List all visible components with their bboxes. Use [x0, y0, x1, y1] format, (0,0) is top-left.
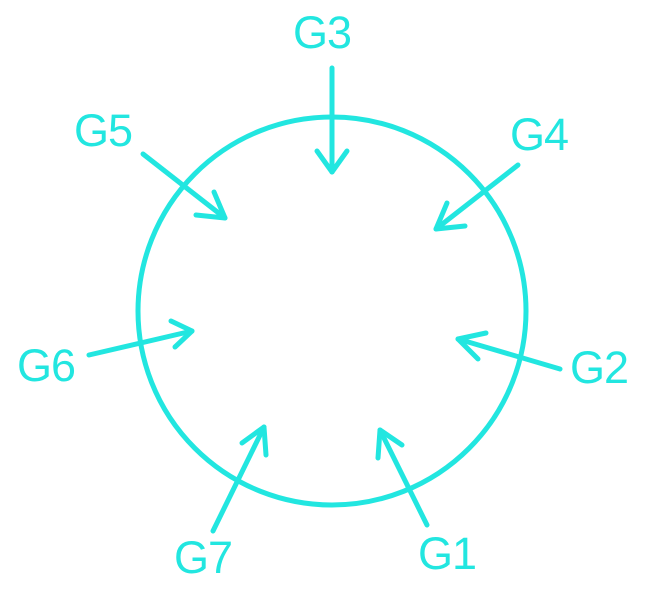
label-g2: G2 [570, 342, 629, 393]
label-g3: G3 [293, 7, 352, 58]
label-g6: G6 [17, 340, 76, 391]
arrow-g5 [140, 151, 228, 221]
arrow-g4 [433, 162, 521, 232]
arrow-g2 [455, 330, 563, 372]
arrow-g7 [210, 424, 269, 534]
label-g5: G5 [74, 105, 133, 156]
arrow-g3 [314, 65, 350, 175]
arrow-g1 [375, 427, 430, 528]
central-circle [135, 114, 529, 508]
arrow-g6 [86, 318, 195, 358]
label-g7: G7 [174, 532, 233, 583]
label-g4: G4 [510, 109, 569, 160]
label-g1: G1 [418, 528, 477, 579]
